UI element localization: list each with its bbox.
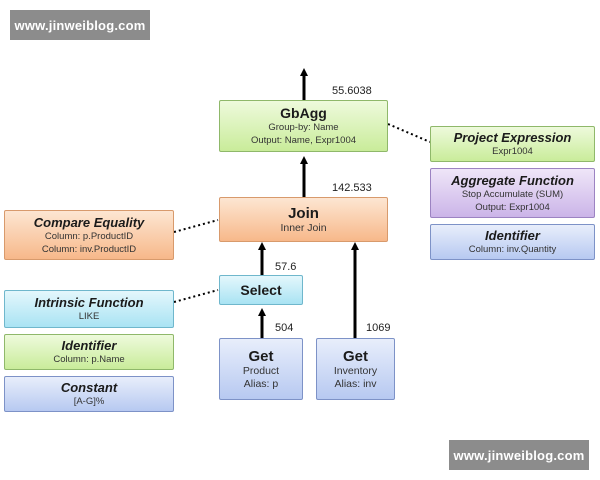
- watermark-top: www.jinweiblog.com: [10, 10, 150, 40]
- intrinsic-function-name: LIKE: [78, 311, 100, 322]
- dotted-select-intrinsic: [173, 289, 219, 303]
- cardinality-gbagg: 55.6038: [332, 85, 372, 97]
- intrinsic-function-title: Intrinsic Function: [34, 295, 144, 310]
- select-title: Select: [240, 282, 282, 298]
- get-product-title: Get: [248, 347, 274, 365]
- compare-equality-node[interactable]: Compare Equality Column: p.ProductID Col…: [4, 210, 174, 260]
- project-expression-node[interactable]: Project Expression Expr1004: [430, 126, 595, 162]
- identifier-right-node[interactable]: Identifier Column: inv.Quantity: [430, 224, 595, 260]
- get-inventory-table: Inventory: [333, 364, 378, 377]
- identifier-left-title: Identifier: [61, 338, 117, 353]
- aggregate-function-op: Stop Accumulate (SUM): [461, 188, 564, 200]
- get-product-table: Product: [242, 364, 280, 377]
- get-product-node[interactable]: Get Product Alias: p: [219, 338, 303, 400]
- project-expression-title: Project Expression: [453, 130, 572, 145]
- cardinality-get-inventory: 1069: [366, 322, 391, 334]
- join-type: Inner Join: [280, 221, 327, 234]
- cardinality-get-product: 504: [275, 322, 294, 334]
- get-inventory-node[interactable]: Get Inventory Alias: inv: [316, 338, 395, 400]
- gbagg-output: Output: Name, Expr1004: [250, 135, 357, 146]
- get-product-alias: Alias: p: [243, 377, 279, 390]
- watermark-bottom: www.jinweiblog.com: [449, 440, 589, 470]
- select-node[interactable]: Select: [219, 275, 303, 305]
- constant-title: Constant: [60, 380, 118, 395]
- identifier-right-title: Identifier: [485, 228, 540, 243]
- aggregate-function-output: Output: Expr1004: [475, 201, 550, 213]
- compare-equality-title: Compare Equality: [33, 214, 145, 230]
- compare-equality-col1: Column: p.ProductID: [44, 230, 134, 242]
- join-title: Join: [288, 204, 319, 222]
- compare-equality-col2: Column: inv.ProductID: [41, 243, 137, 255]
- gbagg-groupby: Group-by: Name: [268, 122, 339, 133]
- project-expression-expr: Expr1004: [492, 146, 533, 157]
- constant-node[interactable]: Constant [A-G]%: [4, 376, 174, 412]
- dotted-join-compare: [173, 219, 219, 233]
- get-inventory-alias: Alias: inv: [334, 377, 377, 390]
- dotted-gbagg-project: [387, 123, 431, 143]
- aggregate-function-node[interactable]: Aggregate Function Stop Accumulate (SUM)…: [430, 168, 595, 218]
- gbagg-title: GbAgg: [280, 105, 327, 121]
- get-inventory-title: Get: [342, 347, 368, 365]
- gbagg-node[interactable]: GbAgg Group-by: Name Output: Name, Expr1…: [219, 100, 388, 152]
- constant-value: [A-G]%: [73, 396, 105, 407]
- intrinsic-function-node[interactable]: Intrinsic Function LIKE: [4, 290, 174, 328]
- cardinality-select: 57.6: [275, 261, 297, 273]
- identifier-left-node[interactable]: Identifier Column: p.Name: [4, 334, 174, 370]
- aggregate-function-title: Aggregate Function: [451, 172, 574, 188]
- identifier-left-column: Column: p.Name: [53, 354, 125, 365]
- join-node[interactable]: Join Inner Join: [219, 197, 388, 242]
- identifier-right-column: Column: inv.Quantity: [468, 244, 557, 255]
- cardinality-join: 142.533: [332, 182, 372, 194]
